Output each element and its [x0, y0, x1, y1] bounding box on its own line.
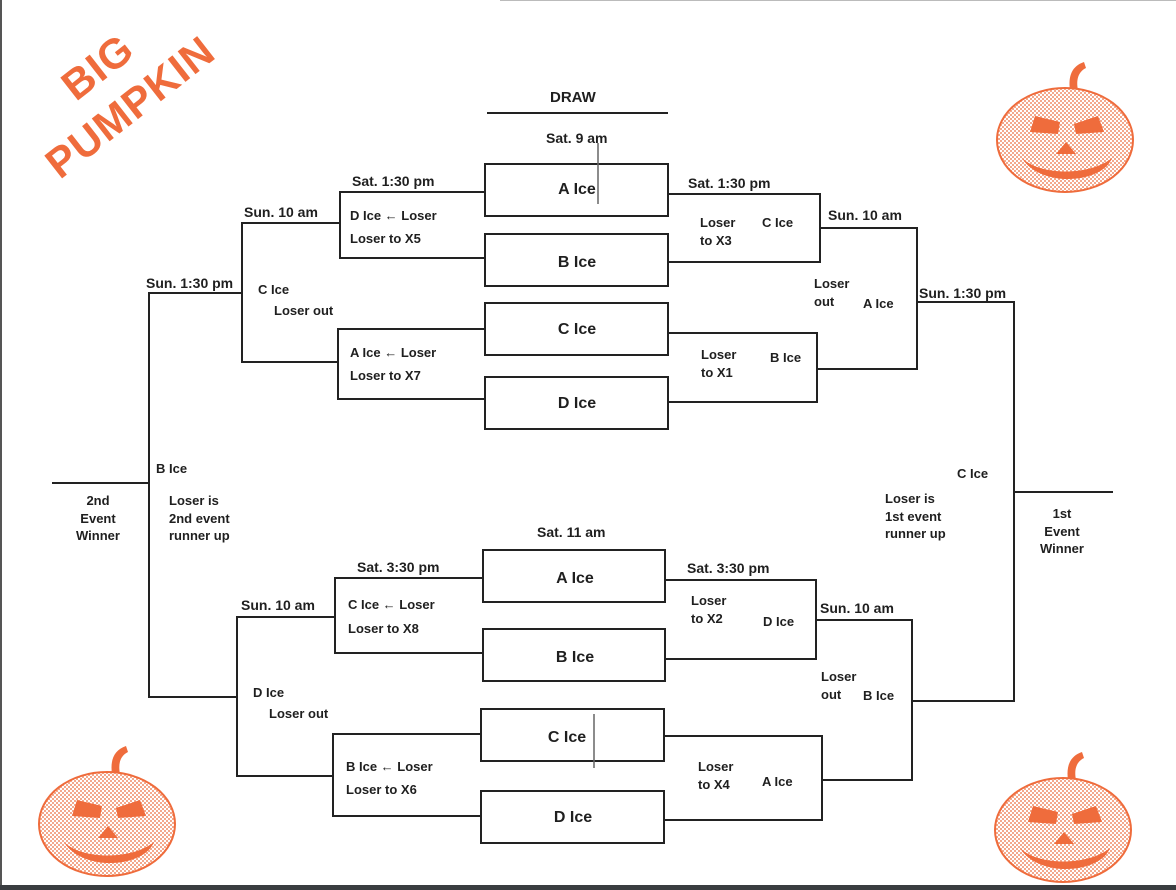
draw-box-top-b	[484, 233, 669, 287]
match-note: B Ice	[863, 688, 895, 703]
draw-box-bottom-a	[482, 549, 666, 603]
bracket-right-final	[912, 301, 1015, 702]
final-time: Sun. 1:30 pm	[919, 285, 1007, 301]
bracket-bottom-right-r2	[816, 619, 913, 781]
draw-box-label: D Ice	[553, 809, 593, 826]
draw-box-label: D Ice	[557, 395, 597, 412]
bracket-left-final	[148, 292, 242, 698]
round1-time: Sat. 1:30 pm	[688, 175, 771, 191]
window-bottom-bar	[0, 885, 1176, 890]
draw-box-label: B Ice	[555, 649, 595, 666]
final-loser-note: Loser is 1st event runner up	[885, 491, 946, 542]
final-ice: C Ice	[957, 466, 989, 481]
bracket-top-right-r2	[817, 227, 918, 370]
event-winner-label: 1st Event Winner	[1040, 506, 1084, 557]
match-note: C Ice	[762, 215, 794, 230]
match-note: A Ice	[762, 774, 793, 789]
match-note: Loser out	[814, 276, 850, 309]
round2-time: Sun. 10 am	[244, 204, 318, 220]
match-note: A Ice	[863, 296, 894, 311]
match-note: D Ice	[253, 685, 285, 700]
event-winner-label: 2nd Event Winner	[76, 493, 120, 544]
bracket-bottom-left-r2	[236, 616, 335, 777]
match-note: B Ice	[770, 350, 802, 365]
match-note: D Ice ← Loser	[350, 208, 437, 223]
pumpkin-icon	[996, 62, 1134, 193]
round1-time: Sat. 1:30 pm	[352, 173, 435, 189]
match-note: B Ice ← Loser	[346, 759, 433, 774]
final-time: Sun. 1:30 pm	[146, 275, 234, 291]
pumpkin-icon	[38, 746, 176, 877]
bracket-bottom-right-r1-lower	[664, 735, 823, 821]
draw-box-label: A Ice	[556, 570, 594, 587]
draw-box-bottom-b	[482, 628, 666, 682]
bracket-bottom-left-r1-lower	[332, 733, 481, 817]
match-note: Loser out	[269, 706, 329, 721]
match-note: C Ice ← Loser	[348, 597, 435, 612]
round1-time: Sat. 3:30 pm	[357, 559, 440, 575]
draw-box-label: B Ice	[557, 254, 597, 271]
draw-time-bottom: Sat. 11 am	[537, 524, 606, 540]
draw-box-label: C Ice	[547, 729, 587, 746]
bracket-bottom-left-r1-upper	[334, 577, 483, 654]
bracket-top-right-r1-lower	[668, 332, 818, 403]
match-note: Loser to X2	[691, 593, 727, 626]
match-note: Loser to X4	[698, 759, 734, 792]
pumpkin-icon	[994, 752, 1132, 883]
bracket-top-left-r2	[241, 222, 340, 363]
match-note: Loser out	[274, 303, 334, 318]
match-note: Loser out	[821, 669, 857, 702]
page-edge	[0, 0, 2, 885]
draw-heading: DRAW	[550, 89, 596, 106]
match-note: A Ice ← Loser	[350, 345, 437, 360]
match-note: D Ice	[763, 614, 795, 629]
bracket-top-right-r1-upper	[668, 193, 821, 263]
match-note: C Ice	[258, 282, 290, 297]
draw-box-top-a	[484, 163, 669, 217]
round1-time: Sat. 3:30 pm	[687, 560, 770, 576]
match-note: Loser to X3	[700, 215, 736, 248]
final-loser-note: Loser is 2nd event runner up	[169, 493, 230, 544]
match-note: Loser to X8	[348, 621, 419, 636]
bracket-top-left-r1-upper	[339, 191, 485, 259]
match-note: Loser to X7	[350, 368, 421, 383]
page-edge	[500, 0, 1176, 1]
final-ice: B Ice	[156, 461, 188, 476]
draw-box-label: C Ice	[557, 321, 597, 338]
match-note: Loser to X1	[701, 347, 737, 380]
bracket-top-left-r1-lower	[337, 328, 485, 400]
match-note: Loser to X5	[350, 231, 421, 246]
round2-time: Sun. 10 am	[241, 597, 315, 613]
draw-time-top: Sat. 9 am	[546, 130, 608, 146]
draw-box-label: A Ice	[558, 181, 596, 198]
round2-time: Sun. 10 am	[820, 600, 894, 616]
match-note: Loser to X6	[346, 782, 417, 797]
round2-time: Sun. 10 am	[828, 207, 902, 223]
